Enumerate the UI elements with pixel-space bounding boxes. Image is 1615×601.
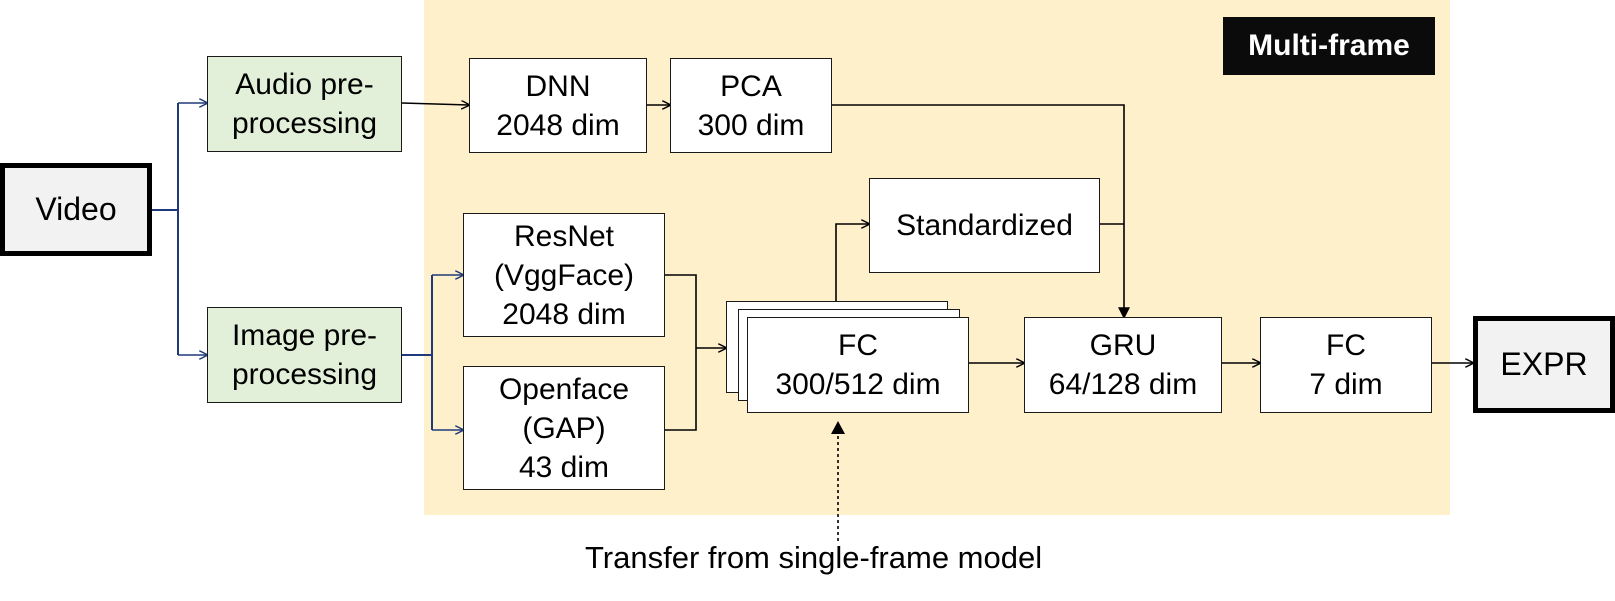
fc-title: FC: [838, 329, 878, 362]
resnet-dim: 2048 dim: [502, 297, 626, 331]
image-split-connector: [402, 275, 433, 430]
image-preprocessing-line-2: processing: [231, 358, 378, 391]
audio-preprocessing-line-1: Audio pre-: [235, 68, 374, 101]
transfer-note: Transfer from single-frame model: [585, 540, 1043, 575]
pca-title: PCA: [720, 69, 782, 103]
openface-box: Openface (GAP) 43 dim: [463, 366, 665, 490]
dnn-dim: 2048 dim: [496, 108, 620, 142]
standardized-box: Standardized: [869, 178, 1100, 273]
dnn-title: DNN: [525, 69, 591, 103]
video-label: Video: [35, 191, 117, 227]
gru-dim: 64/128 dim: [1048, 368, 1198, 401]
fc-box: FC 300/512 dim: [747, 317, 969, 413]
video-split-connector: [152, 103, 179, 355]
feature-merge-connector: [665, 274, 697, 431]
pca-to-gru-connector: [832, 104, 1130, 320]
gru-box: GRU 64/128 dim: [1024, 317, 1222, 413]
dnn-box: DNN 2048 dim: [469, 58, 647, 153]
resnet-weights: (VggFace): [493, 258, 635, 292]
resnet-box: ResNet (VggFace) 2048 dim: [463, 213, 665, 337]
openface-pooling: (GAP): [522, 411, 606, 445]
image-preprocessing-line-1: Image pre-: [231, 319, 378, 352]
expr-label: EXPR: [1500, 346, 1588, 382]
transfer-arrowhead: [831, 421, 845, 434]
video-input-box: Video: [0, 163, 152, 256]
gru-title: GRU: [1089, 329, 1157, 362]
fc-dim: 300/512 dim: [775, 368, 941, 401]
image-preprocessing-box: Image pre- processing: [207, 307, 402, 403]
audio-to-dnn-arrow: [401, 103, 469, 105]
output-fc-title: FC: [1326, 329, 1366, 362]
output-fc-dim: 7 dim: [1309, 368, 1383, 401]
openface-dim: 43 dim: [518, 450, 610, 484]
multi-frame-label: Multi-frame: [1223, 17, 1435, 75]
resnet-title: ResNet: [513, 219, 615, 253]
pca-dim: 300 dim: [697, 108, 805, 142]
audio-preprocessing-box: Audio pre- processing: [207, 56, 402, 152]
standardized-label: Standardized: [896, 209, 1073, 242]
pca-box: PCA 300 dim: [670, 58, 832, 153]
output-fc-box: FC 7 dim: [1260, 317, 1432, 413]
openface-title: Openface: [498, 372, 630, 406]
expr-output-box: EXPR: [1473, 316, 1615, 413]
fc-to-standardized-arrow: [835, 224, 869, 301]
audio-preprocessing-line-2: processing: [231, 107, 378, 140]
